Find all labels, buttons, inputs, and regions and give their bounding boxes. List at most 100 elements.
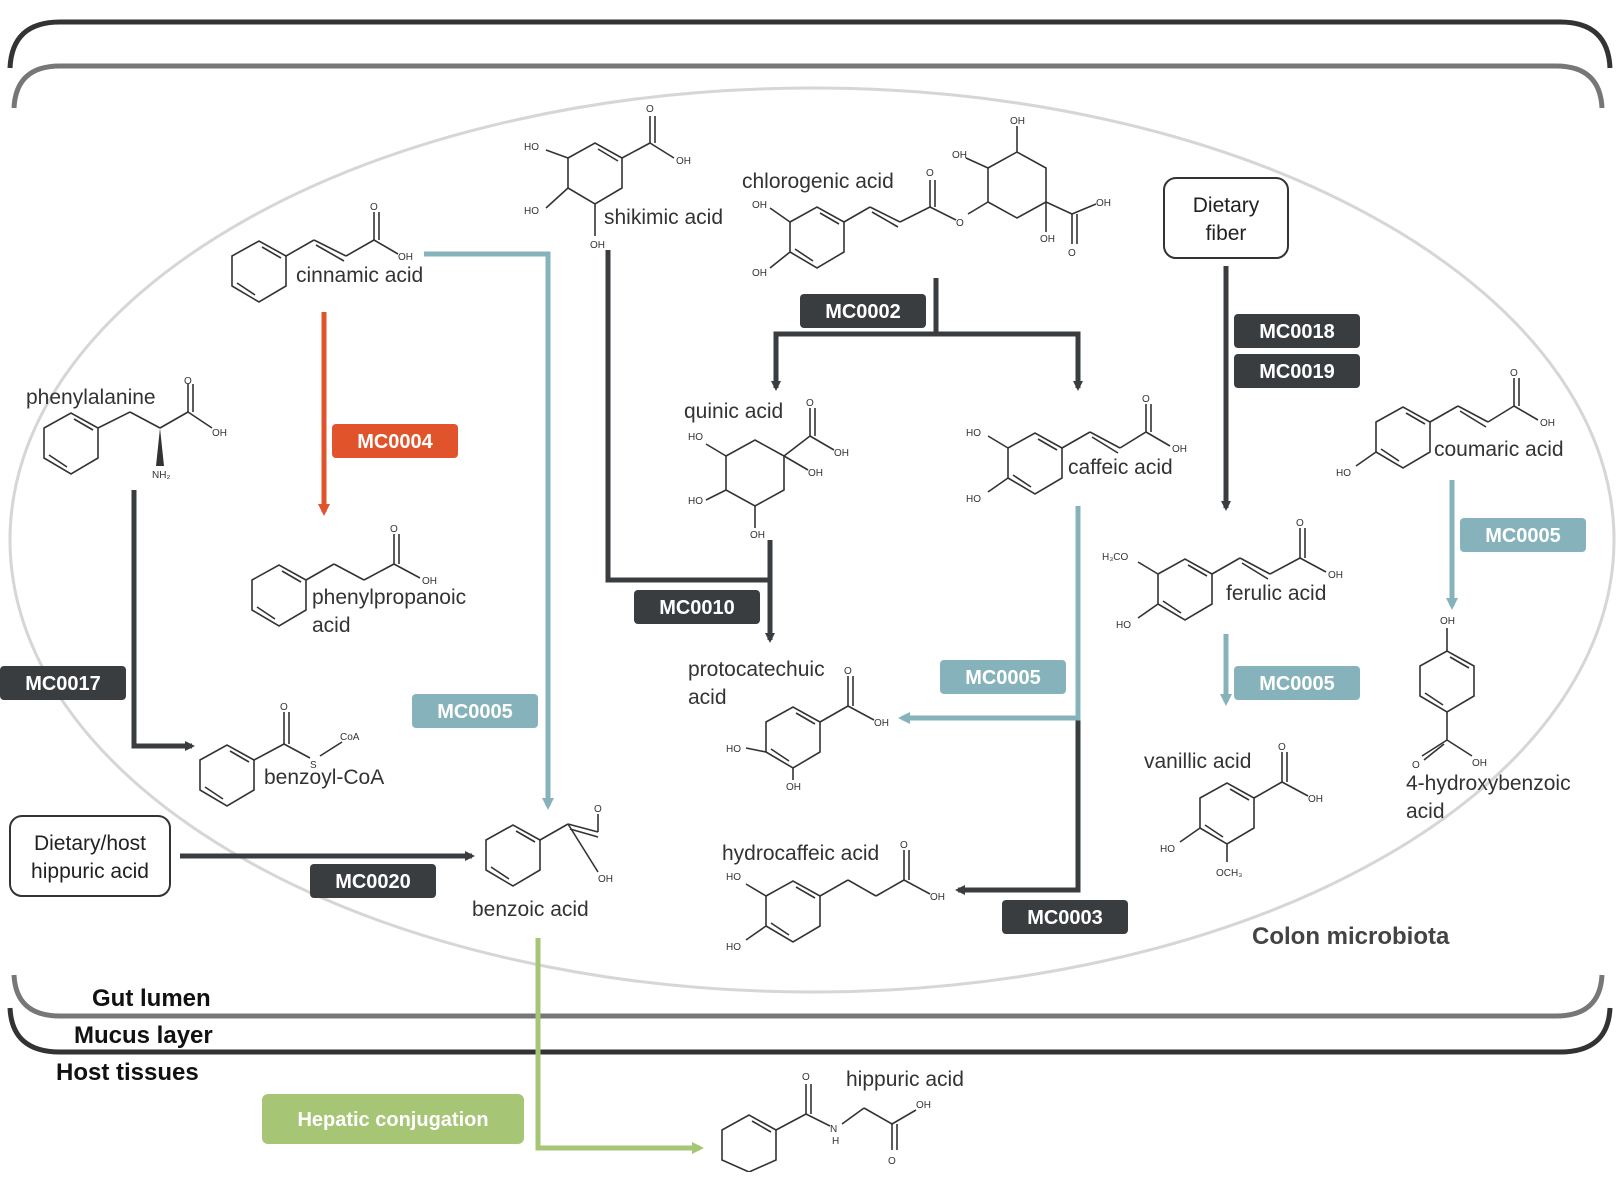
label-caffeic-acid: caffeic acid xyxy=(1068,456,1173,479)
arrow-chlorogenic-caffeic xyxy=(936,331,1083,391)
svg-text:O: O xyxy=(802,1072,810,1083)
svg-text:OH: OH xyxy=(752,268,767,279)
molecule-ferulic-acid: O OH H₃CO HO ferulic acid xyxy=(1102,518,1343,631)
molecule-phenylalanine: O OH NH₂ phenylalanine xyxy=(26,376,227,481)
svg-text:OH: OH xyxy=(676,156,691,167)
arrow-shikimic-protocatechuic xyxy=(605,250,770,583)
label-protocatechuic-acid: protocatechuic xyxy=(688,658,825,681)
svg-text:acid: acid xyxy=(312,614,351,637)
svg-text:HO: HO xyxy=(966,494,981,505)
svg-text:O: O xyxy=(390,524,398,535)
molecule-chlorogenic-acid: O O OH OH OH OH OH OH O chlorogenic acid xyxy=(742,116,1111,279)
svg-text:OH: OH xyxy=(930,892,945,903)
svg-text:OH: OH xyxy=(1328,570,1343,581)
svg-text:MC0005: MC0005 xyxy=(1259,673,1335,695)
label-benzoyl-coa: benzoyl-CoA xyxy=(264,766,384,789)
label-hippuric-acid: hippuric acid xyxy=(846,1068,964,1091)
arrow-caffeic-hydrocaffeic xyxy=(955,718,1081,895)
svg-text:MC0020: MC0020 xyxy=(335,871,411,893)
svg-text:MC0010: MC0010 xyxy=(659,597,735,619)
svg-text:Dietary/host: Dietary/host xyxy=(34,832,146,855)
svg-text:CoA: CoA xyxy=(340,732,360,743)
svg-text:H₃CO: H₃CO xyxy=(1102,552,1129,563)
svg-text:S: S xyxy=(310,760,317,771)
enzyme-mc0010: MC0010 xyxy=(634,590,760,624)
svg-text:O: O xyxy=(370,202,378,213)
svg-text:MC0005: MC0005 xyxy=(1485,525,1561,547)
enzyme-mc0019: MC0019 xyxy=(1234,354,1360,388)
label-vanillic-acid: vanillic acid xyxy=(1144,750,1251,773)
svg-text:O: O xyxy=(1412,760,1420,771)
mucus-layer-label: Mucus layer xyxy=(74,1022,213,1049)
svg-text:O: O xyxy=(184,376,192,387)
source-dietary-fiber: Dietary fiber xyxy=(1163,177,1289,259)
enzyme-mc0005-cinnamic: MC0005 xyxy=(412,694,538,728)
svg-text:NH₂: NH₂ xyxy=(152,470,170,481)
svg-text:acid: acid xyxy=(688,686,727,709)
svg-text:HO: HO xyxy=(688,496,703,507)
svg-text:OH: OH xyxy=(422,576,437,587)
arrow-chlorogenic-quinic xyxy=(771,331,936,391)
svg-text:O: O xyxy=(1296,518,1304,529)
svg-text:O: O xyxy=(844,666,852,677)
svg-text:fiber: fiber xyxy=(1206,222,1247,245)
svg-text:HO: HO xyxy=(726,942,741,953)
colon-microbiota-ellipse xyxy=(8,86,1616,994)
svg-text:HO: HO xyxy=(1160,844,1175,855)
svg-text:OH: OH xyxy=(212,428,227,439)
svg-text:O: O xyxy=(1068,248,1076,259)
svg-text:OH: OH xyxy=(590,240,605,251)
svg-text:OH: OH xyxy=(1172,444,1187,455)
svg-text:O: O xyxy=(1278,742,1286,753)
label-quinic-acid: quinic acid xyxy=(684,400,783,423)
molecule-vanillic-acid: O OH HO OCH₃ vanillic acid xyxy=(1144,742,1323,879)
svg-text:OH: OH xyxy=(1472,758,1487,769)
label-shikimic-acid: shikimic acid xyxy=(604,206,723,229)
label-coumaric-acid: coumaric acid xyxy=(1434,438,1564,461)
svg-text:OH: OH xyxy=(1308,794,1323,805)
svg-text:O: O xyxy=(888,1156,896,1167)
label-ferulic-acid: ferulic acid xyxy=(1226,582,1326,605)
molecule-cinnamic-acid: O OH cinnamic acid xyxy=(231,202,423,303)
svg-text:OH: OH xyxy=(750,530,765,541)
molecule-4-hydroxybenzoic-acid: OH O OH 4-hydroxybenzoic acid xyxy=(1406,616,1571,823)
svg-text:MC0005: MC0005 xyxy=(965,667,1041,689)
svg-text:HO: HO xyxy=(1116,620,1131,631)
label-hydrocaffeic-acid: hydrocaffeic acid xyxy=(722,842,879,865)
svg-text:O: O xyxy=(956,218,964,229)
svg-text:MC0019: MC0019 xyxy=(1259,361,1335,383)
svg-text:OH: OH xyxy=(598,874,613,885)
svg-text:MC0005: MC0005 xyxy=(437,701,513,723)
svg-text:O: O xyxy=(1142,394,1150,405)
enzyme-mc0017: MC0017 xyxy=(0,666,126,700)
svg-text:OCH₃: OCH₃ xyxy=(1216,868,1242,879)
label-phenylpropanoic-acid: phenylpropanoic xyxy=(312,586,466,609)
arrow-phenylalanine-benzoylcoa xyxy=(131,490,195,751)
svg-text:N: N xyxy=(830,1124,837,1135)
svg-text:OH: OH xyxy=(1540,418,1555,429)
svg-text:OH: OH xyxy=(1010,116,1025,127)
molecule-benzoyl-coa: O S CoA benzoyl-CoA xyxy=(199,702,384,807)
process-hepatic-conjugation: Hepatic conjugation xyxy=(262,1094,524,1144)
svg-text:O: O xyxy=(646,104,654,115)
svg-text:HO: HO xyxy=(524,142,539,153)
molecule-phenylpropanoic-acid: O OH phenylpropanoic acid xyxy=(251,524,466,637)
svg-text:HO: HO xyxy=(688,432,703,443)
svg-text:OH: OH xyxy=(1440,616,1455,627)
svg-text:MC0004: MC0004 xyxy=(357,431,433,453)
svg-text:H: H xyxy=(832,1136,839,1147)
molecule-quinic-acid: O OH OH HO HO OH quinic acid xyxy=(684,398,849,541)
arrow-cinnamic-benzoic xyxy=(424,251,554,810)
svg-text:OH: OH xyxy=(1096,198,1111,209)
svg-text:OH: OH xyxy=(834,448,849,459)
source-dietary-host-hippuric: Dietary/host hippuric acid xyxy=(9,815,171,897)
svg-text:MC0017: MC0017 xyxy=(25,673,101,695)
molecule-caffeic-acid: O OH HO HO caffeic acid xyxy=(966,394,1187,505)
mucus-bracket-bottom xyxy=(11,974,1605,1019)
mucus-bracket-top xyxy=(11,63,1605,109)
svg-text:Dietary: Dietary xyxy=(1193,194,1260,217)
molecule-hydrocaffeic-acid: O OH HO HO hydrocaffeic acid xyxy=(722,840,945,953)
svg-text:HO: HO xyxy=(524,206,539,217)
molecule-protocatechuic-acid: O OH HO OH protocatechuic acid xyxy=(688,658,889,793)
